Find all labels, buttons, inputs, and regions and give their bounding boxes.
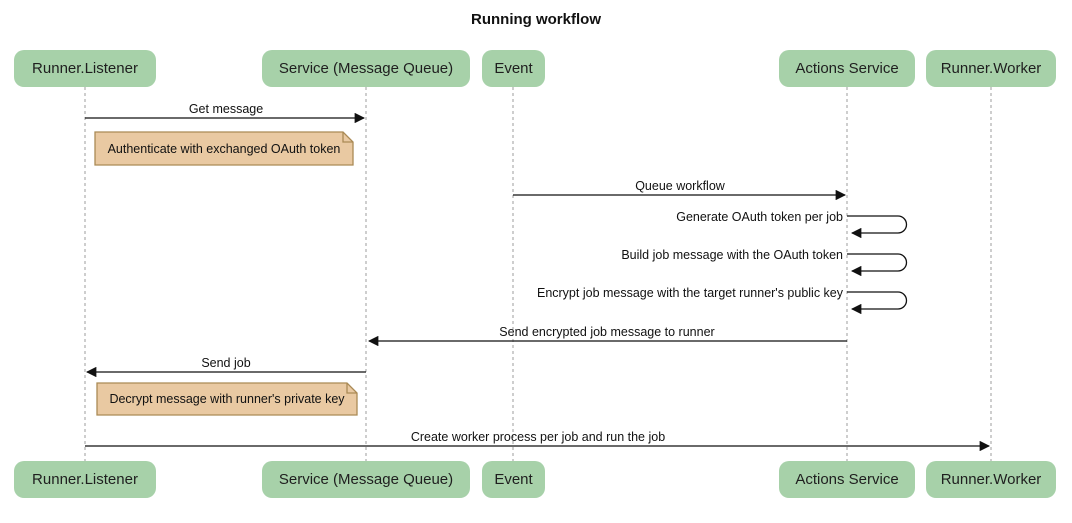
note-authenticate-text: Authenticate with exchanged OAuth token <box>107 141 341 156</box>
note-decrypt-fold <box>346 383 357 394</box>
participant-label: Event <box>494 471 533 488</box>
participant-label: Runner.Worker <box>940 471 1042 488</box>
participant-bottom-service-message-queue: Service (Message Queue) <box>262 461 470 498</box>
participant-bottom-runner-listener: Runner.Listener <box>14 461 156 498</box>
message-label-send-encrypted-job: Send encrypted job message to runner <box>499 325 715 339</box>
participant-bottom-runner-worker: Runner.Worker <box>926 461 1056 498</box>
participant-bottom-event: Event <box>482 461 545 498</box>
participant-top-service-message-queue: Service (Message Queue) <box>262 50 470 87</box>
participant-label: Actions Service <box>795 471 899 488</box>
diagram-title: Running workflow <box>471 11 601 28</box>
participant-top-event: Event <box>482 50 545 87</box>
note-authenticate-fold <box>342 132 353 143</box>
arrow-self-build-job-message <box>847 253 908 277</box>
participant-label: Service (Message Queue) <box>278 471 454 488</box>
note-decrypt-text: Decrypt message with runner's private ke… <box>109 392 345 406</box>
note-decrypt-shape <box>96 382 358 416</box>
participant-bottom-actions-service: Actions Service <box>779 461 915 498</box>
message-label-send-job: Send job <box>201 356 251 370</box>
participant-top-runner-worker: Runner.Worker <box>926 50 1056 87</box>
participant-label: Actions Service <box>795 60 899 77</box>
message-label-build-job-message: Build job message with the OAuth token <box>621 248 843 262</box>
participant-top-runner-listener: Runner.Listener <box>14 50 156 87</box>
note-authenticate-shape <box>94 131 354 166</box>
arrow-self-generate-oauth-token <box>847 215 908 239</box>
message-label-create-worker-process: Create worker process per job and run th… <box>410 430 666 444</box>
message-label-get-message: Get message <box>188 102 264 116</box>
participant-label: Runner.Listener <box>32 60 138 77</box>
participant-label: Event <box>494 60 533 77</box>
arrow-self-encrypt-job-message <box>847 291 908 315</box>
participant-label: Runner.Listener <box>32 471 138 488</box>
participant-label: Runner.Worker <box>940 60 1042 77</box>
message-label-encrypt-job-message: Encrypt job message with the target runn… <box>536 286 843 300</box>
participant-top-actions-service: Actions Service <box>779 50 915 87</box>
message-label-queue-workflow: Queue workflow <box>635 179 725 193</box>
message-label-generate-oauth-token: Generate OAuth token per job <box>676 210 843 224</box>
participant-label: Service (Message Queue) <box>278 60 454 77</box>
